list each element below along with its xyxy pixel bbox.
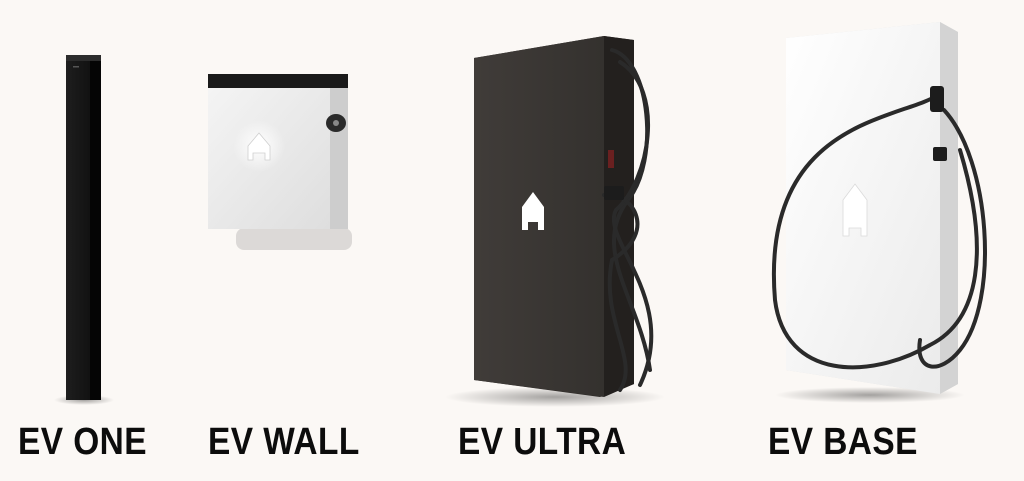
ev-wall-label: EV WALL <box>208 421 360 463</box>
house-logo-icon <box>247 132 271 161</box>
ev-one-charger <box>54 55 114 405</box>
charging-connector-icon <box>326 114 346 132</box>
ev-ultra-charger <box>445 36 665 407</box>
ev-base-charger <box>771 22 987 403</box>
ev-wall-charger <box>208 74 352 250</box>
ev-one-label: EV ONE <box>18 421 148 463</box>
ev-base-label: EV BASE <box>768 421 918 463</box>
ev-ultra-label: EV ULTRA <box>458 421 627 463</box>
house-logo-icon <box>842 183 868 237</box>
house-logo-icon <box>522 192 544 230</box>
